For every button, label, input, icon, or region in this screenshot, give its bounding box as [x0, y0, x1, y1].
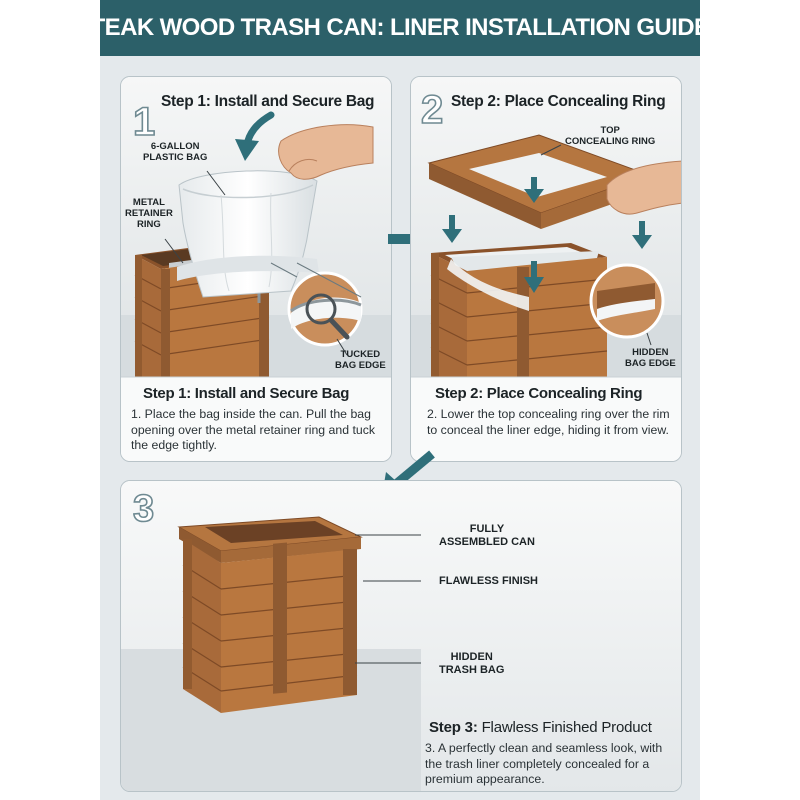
step-3-illustration: 3 [121, 481, 681, 791]
step-1-caption-title: Step 1: Install and Secure Bag [143, 385, 350, 402]
callout-top-ring: TOP CONCEALING RING [565, 125, 656, 147]
step-3-title: Step 3: Flawless Finished Product [429, 719, 652, 736]
finished-teak-can [177, 516, 363, 713]
step-2-illustration: 2 [411, 77, 681, 461]
hand-icon [278, 124, 374, 180]
hand-icon [606, 160, 681, 215]
callout-retainer-ring: METAL RETAINER RING [125, 197, 173, 230]
ring-leader-line [164, 238, 184, 264]
caption-area [411, 377, 681, 461]
title-banner: TEAK WOOD TRASH CAN: LINER INSTALLATION … [100, 0, 700, 56]
step-number-2: 2 [421, 88, 443, 132]
concealing-ring [427, 134, 651, 229]
step-2-panel: 2 [410, 76, 682, 462]
callout-hidden-bag: HIDDEN TRASH BAG [439, 651, 505, 676]
bag-leader-line [206, 170, 226, 196]
infographic-sheet: TEAK WOOD TRASH CAN: LINER INSTALLATION … [100, 0, 700, 800]
step-2-heading: Step 2: Place Concealing Ring [451, 93, 666, 110]
edge-leader-line [336, 338, 348, 356]
lower-ring-arrows-icon [442, 177, 652, 293]
step-2-caption-title: Step 2: Place Concealing Ring [435, 385, 643, 402]
step-1-caption-text: 1. Place the bag inside the can. Pull th… [131, 407, 376, 452]
step-1-panel: 1 [120, 76, 392, 462]
step-3-title-bold: Step 3: [429, 719, 478, 736]
step-3-caption-text: 3. A perfectly clean and seamless look, … [425, 741, 663, 786]
callout-flawless-finish: FLAWLESS FINISH [439, 575, 538, 587]
edge-leader-line [646, 332, 652, 346]
step-1-illustration: 1 [121, 77, 391, 461]
callout-tucked-edge: TUCKED BAG EDGE [335, 349, 386, 371]
hidden-edge-zoom-icon [589, 263, 665, 339]
step-3-panel: 3 [120, 480, 682, 792]
magnifier-icon [270, 262, 363, 347]
step-1-heading: Step 1: Install and Secure Bag [161, 93, 375, 110]
step-number-3: 3 [133, 488, 154, 530]
ring-leader-line [540, 144, 562, 156]
callout-bag: 6-GALLON PLASTIC BAG [143, 141, 208, 163]
callout-fully-assembled: FULLY ASSEMBLED CAN [439, 523, 535, 548]
step-number-1: 1 [133, 100, 155, 144]
caption-area [121, 377, 391, 461]
callout-hidden-edge: HIDDEN BAG EDGE [625, 347, 676, 369]
step-3-title-rest: Flawless Finished Product [481, 719, 652, 736]
step-2-caption-text: 2. Lower the top concealing ring over th… [427, 407, 670, 437]
page-title: TEAK WOOD TRASH CAN: LINER INSTALLATION … [100, 14, 700, 41]
insert-arrow-head-icon [235, 139, 259, 161]
plastic-bag [177, 170, 319, 298]
teak-can-step-2 [430, 243, 608, 377]
